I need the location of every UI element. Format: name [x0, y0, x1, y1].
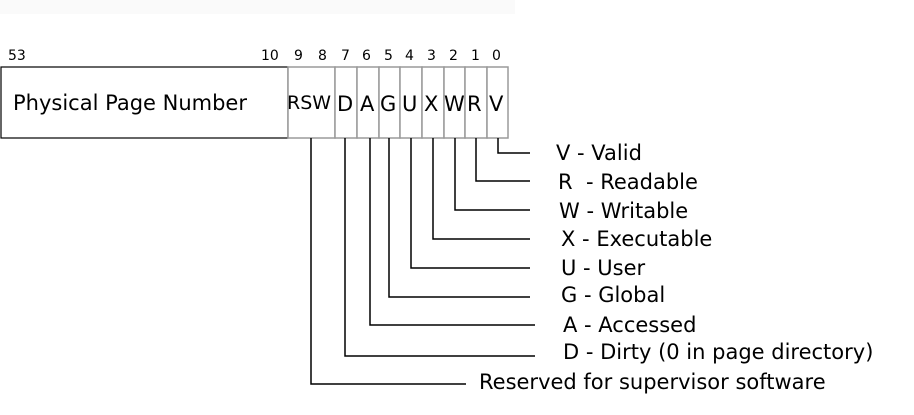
leader-line-d	[344, 138, 535, 357]
u-label: U	[402, 92, 417, 116]
bit-number-7: 7	[341, 48, 350, 64]
legend-dirty: D - Dirty (0 in page directory)	[563, 340, 873, 364]
flag-letters: RSW D A G U X W R V	[287, 92, 504, 116]
top-fade	[0, 0, 515, 14]
ppn-box	[0, 66, 289, 139]
x-label: X	[424, 92, 438, 116]
ppn-label: Physical Page Number	[13, 91, 247, 115]
legend-writable: W - Writable	[559, 199, 688, 223]
leader-line-a	[369, 138, 535, 326]
legend-executable: X - Executable	[561, 227, 712, 251]
leader-line-x	[432, 138, 530, 240]
r-label: R	[467, 92, 482, 116]
leader-line-g	[388, 138, 530, 298]
legend-accessed: A - Accessed	[563, 313, 696, 337]
rsw-label: RSW	[287, 92, 331, 114]
legend-reserved: Reserved for supervisor software	[479, 370, 826, 394]
leader-line-rsw	[310, 138, 466, 385]
leader-line-w	[454, 138, 530, 211]
bit-number-6: 6	[362, 48, 371, 64]
leader-lines	[310, 138, 535, 385]
flag-legend: V - Valid R - Readable W - Writable X - …	[479, 141, 873, 394]
bit-number-8: 8	[318, 48, 327, 64]
bit-number-3: 3	[427, 48, 436, 64]
bit-number-4: 4	[405, 48, 414, 64]
flag-fields	[287, 66, 509, 139]
bit-number-1: 1	[471, 48, 480, 64]
leader-line-u	[410, 138, 530, 269]
d-label: D	[337, 92, 353, 116]
ppn-field: Physical Page Number	[0, 66, 289, 139]
w-label: W	[444, 92, 465, 116]
leader-line-r	[475, 138, 530, 182]
bit-number-row: 53 10 9 8 7 6 5 4 3 2 1 0	[8, 48, 501, 64]
a-label: A	[360, 92, 375, 116]
bit-number-9: 9	[294, 48, 303, 64]
bit-number-0: 0	[492, 48, 501, 64]
bit-number-53: 53	[8, 48, 26, 64]
g-label: G	[380, 92, 396, 116]
legend-user: U - User	[561, 256, 646, 280]
legend-valid: V - Valid	[556, 141, 642, 165]
legend-readable: R - Readable	[558, 170, 698, 194]
bit-number-2: 2	[449, 48, 458, 64]
legend-global: G - Global	[561, 283, 665, 307]
v-label: V	[489, 92, 504, 116]
rsw-box	[287, 66, 336, 139]
bit-number-5: 5	[384, 48, 393, 64]
leader-line-v	[497, 138, 530, 154]
bit-number-10: 10	[261, 48, 279, 64]
